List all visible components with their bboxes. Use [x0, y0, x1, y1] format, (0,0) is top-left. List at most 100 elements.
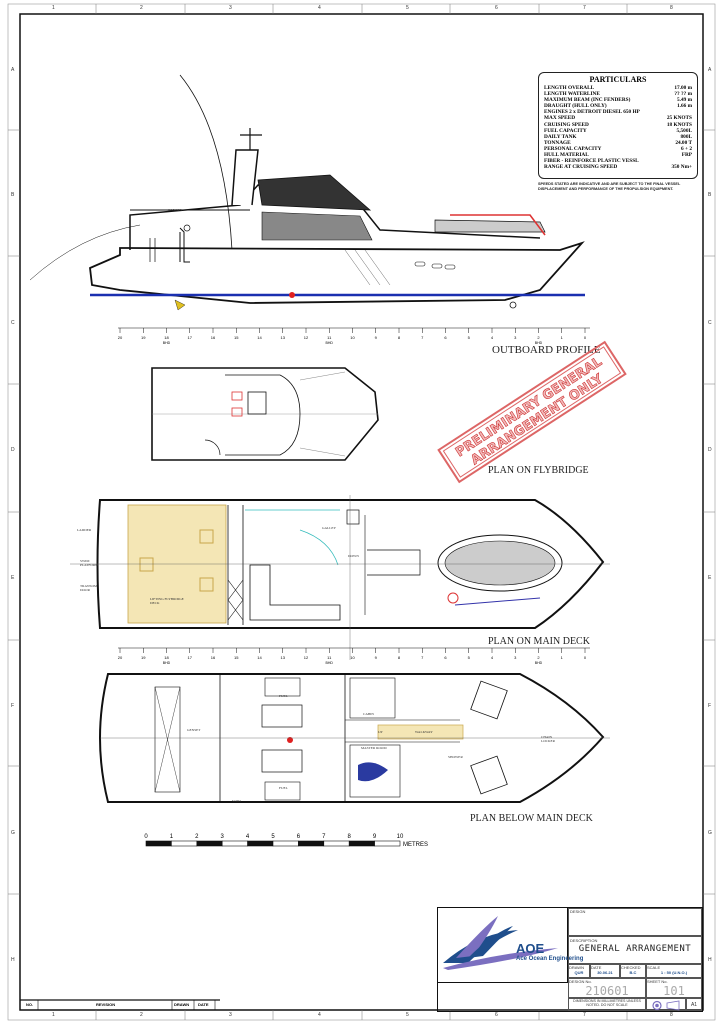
scale-tick-label: 9	[373, 834, 377, 840]
grid-row-label: H	[708, 957, 712, 963]
flybridge-plan	[151, 367, 379, 461]
particular-value: 800L	[680, 133, 692, 140]
grid-row-label: G	[11, 830, 15, 836]
particular-value: 350 Nm+	[671, 164, 692, 171]
station-label: 15	[234, 335, 239, 340]
station-label: 12	[304, 335, 309, 340]
station-label: 10	[350, 335, 355, 340]
grid-column-label: 7	[583, 1012, 586, 1018]
station-label: 6	[444, 335, 447, 340]
rev-no-header: NO.	[26, 1002, 34, 1007]
grid-row-label: F	[708, 703, 712, 709]
scale-tick-label: 3	[221, 834, 225, 840]
label-down: DOWN	[348, 554, 359, 558]
label-fuel-2: FUEL	[279, 786, 288, 790]
station-label: 8	[398, 335, 401, 340]
grid-row-label: C	[708, 320, 712, 326]
bhd-label: BHD	[326, 341, 334, 345]
scale-tick-label: 2	[195, 834, 199, 840]
sheet-no: 101	[663, 984, 685, 998]
scale-tick-label: 7	[322, 834, 326, 840]
checked-label: CHECKED	[621, 965, 641, 970]
grid-row-label: B	[708, 192, 712, 198]
company-name: Ace Ocean Engineering	[516, 956, 584, 962]
grid-column-label: 8	[670, 5, 673, 11]
scale-segment	[145, 840, 172, 847]
particulars-row: MAXIMUM BEAM (INC FENDERS)5.49 m	[544, 97, 692, 103]
scale-tick-label: 10	[397, 834, 404, 840]
station-label: 17	[188, 655, 193, 660]
revision-table	[20, 999, 220, 1010]
grid-row-label: D	[708, 447, 712, 453]
station-label: 18	[164, 655, 169, 660]
particular-label: CRUISING SPEED	[544, 121, 589, 128]
grid-row-label: E	[11, 575, 15, 581]
label-chain-locker: CHAIN LOCKER	[541, 735, 555, 743]
scale-segment	[247, 840, 274, 847]
station-label: 5	[468, 335, 471, 340]
station-label: 9	[375, 335, 378, 340]
grid-row-label: B	[11, 192, 15, 198]
scale-tick-label: 1	[170, 834, 174, 840]
grid-column-label: 1	[52, 1012, 55, 1018]
label-walkway: WALKWAY	[415, 730, 433, 734]
station-label: 4	[491, 655, 494, 660]
particular-label: MAXIMUM BEAM (INC FENDERS)	[544, 97, 631, 104]
station-label: 12	[304, 655, 309, 660]
grid-row-label: H	[11, 957, 15, 963]
station-label: 0	[584, 335, 587, 340]
description-label: DESCRIPTION	[570, 938, 598, 943]
station-label: 2	[537, 335, 540, 340]
station-label: 4	[491, 335, 494, 340]
station-label: 20	[118, 655, 123, 660]
particulars-row: DRAUGHT (HULL ONLY)1.66 m	[544, 103, 692, 109]
station-label: 13	[281, 335, 286, 340]
station-label: 16	[211, 335, 216, 340]
label-shower: SHOWER	[448, 755, 463, 759]
particular-label: HULL MATERIAL	[544, 152, 589, 159]
label-transom-door: TRANSOM DOOR	[80, 584, 98, 592]
grid-column-label: 2	[140, 5, 143, 11]
particulars-title: PARTICULARS	[589, 75, 647, 84]
particular-label: MAX SPEED	[544, 115, 576, 122]
bhd-label: BHD	[163, 341, 171, 345]
particulars-row: HULL MATERIAL FRP	[544, 152, 692, 158]
station-label: 2	[537, 655, 540, 660]
grid-column-label: 4	[318, 5, 321, 11]
station-label: 5	[468, 655, 471, 660]
station-label: 14	[257, 335, 262, 340]
particular-value: 1.66 m	[676, 103, 692, 110]
bhd-label: BHD	[326, 661, 334, 665]
logo-area: AOE Ace Ocean Engineering	[438, 908, 583, 983]
station-label: 14	[257, 655, 262, 660]
projection-symbol-icon	[646, 998, 686, 1011]
scale-segment	[272, 840, 299, 847]
main-deck-plan	[70, 495, 610, 660]
label-genset: GENSET	[187, 728, 201, 732]
design-cell: DESIGN	[568, 908, 702, 936]
scale-segment	[348, 840, 375, 847]
below-deck-plan	[99, 673, 610, 803]
description: GENERAL ARRANGEMENT	[578, 944, 692, 954]
grid-row-label: A	[708, 67, 712, 73]
scale-label: SCALE	[647, 965, 661, 970]
logo-text: AOE	[516, 941, 545, 956]
station-label: 1	[561, 655, 564, 660]
sheet-no-label: SHEET No.	[647, 979, 668, 984]
grid-column-label: 3	[229, 5, 232, 11]
particular-value: FRP	[681, 152, 692, 159]
particular-value: ?? ?? m	[674, 91, 692, 98]
bhd-label: BHD	[535, 661, 543, 665]
label-void: VOID	[232, 799, 241, 803]
design-no: 210601	[585, 984, 629, 998]
checked-value: B.C	[629, 970, 637, 975]
grid-row-label: G	[708, 830, 712, 836]
particular-value: 24.00 T	[675, 139, 692, 146]
